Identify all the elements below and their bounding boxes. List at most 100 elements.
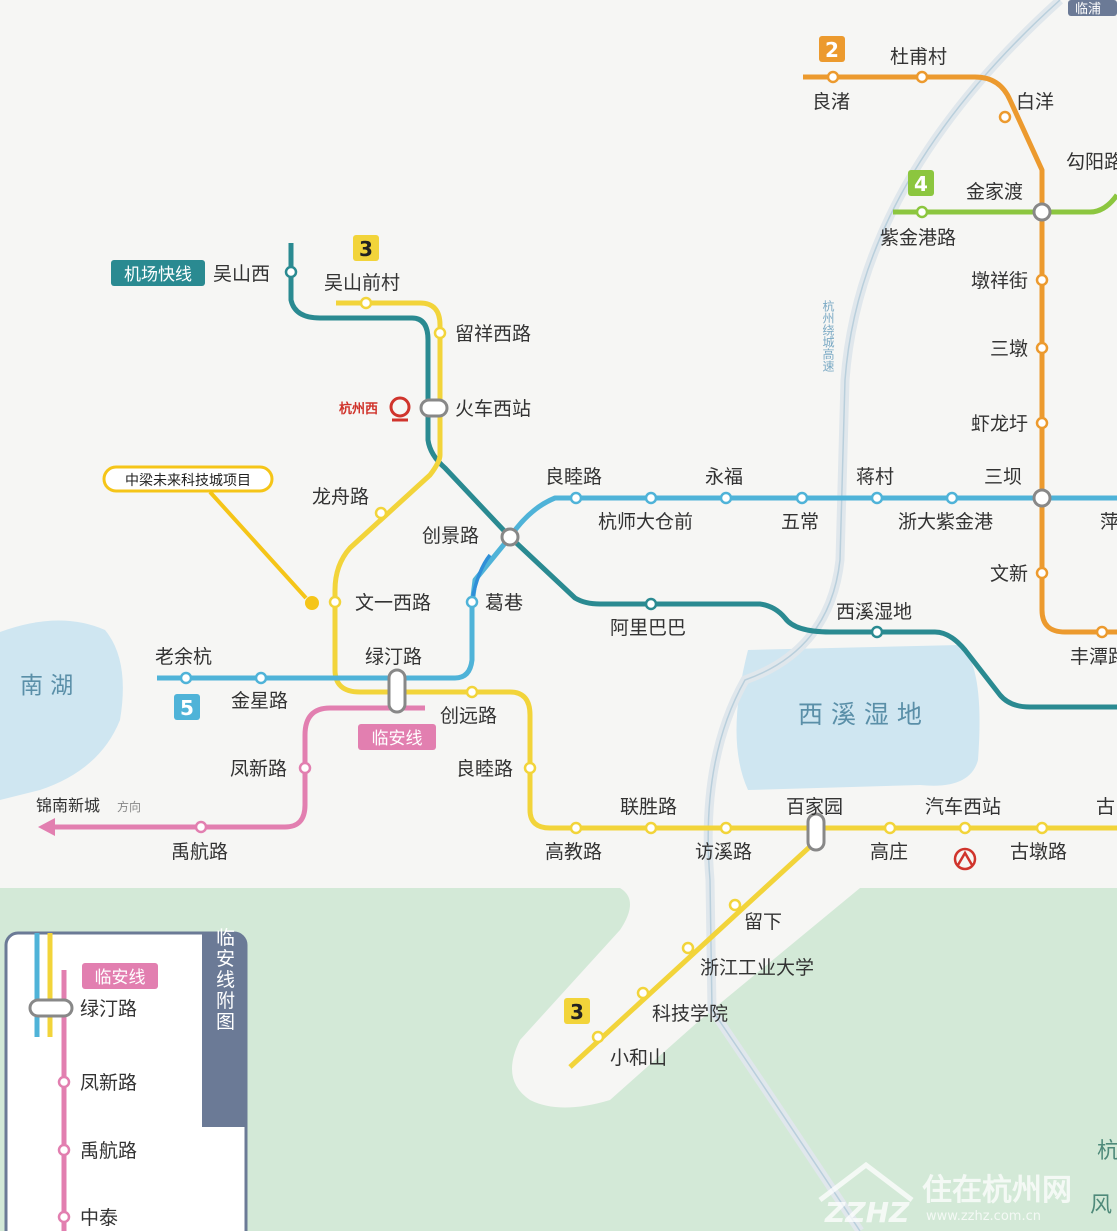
station-label: 百家园 <box>786 796 843 818</box>
station-label: 三坝 <box>984 466 1022 488</box>
airport-line <box>288 243 1117 710</box>
station-label: 文一西路 <box>355 592 431 614</box>
interchange-markers <box>387 202 1052 852</box>
inset-badge-text: 临安线 <box>95 968 146 988</box>
hangzhouxi-label: 杭州西 <box>339 401 378 417</box>
station-label: 文新 <box>990 563 1028 585</box>
inset-station-marker <box>57 1075 71 1089</box>
station-label: 阿里巴巴 <box>610 617 686 639</box>
badge-line-3-text: 3 <box>359 237 373 261</box>
station-label: 良渚 <box>812 91 850 113</box>
badge-linan <box>358 724 436 750</box>
linan-arrow <box>38 818 55 836</box>
badge-line-5 <box>174 694 200 720</box>
raocheng-label: 杭州绕城高速 <box>821 299 835 372</box>
station-label: 良睦路 <box>545 466 602 488</box>
station-label: 凤新路 <box>230 758 287 780</box>
station-label: 丰潭路 <box>1070 646 1117 668</box>
station-label: 葛巷 <box>485 592 523 614</box>
station-label: 五常 <box>781 511 819 533</box>
inset-station-marker <box>57 1143 71 1157</box>
station-label: 古墩路 <box>1010 841 1067 863</box>
station-label: 勾阳路 <box>1066 151 1117 173</box>
badge-line-3-south <box>564 998 590 1024</box>
nanhu-label: 南 湖 <box>20 673 73 699</box>
station-label: 杭师大仓前 <box>598 511 693 533</box>
inset-station-marker <box>57 1210 71 1224</box>
station-label: 蒋村 <box>856 466 894 488</box>
bus-station-icon-mark <box>956 850 974 866</box>
inset-badge <box>82 963 158 989</box>
station-label: 科技学院 <box>652 1003 728 1025</box>
watermark-logo: ZZHZ <box>824 1196 910 1229</box>
branch-blue <box>470 553 492 601</box>
xixi-wetland-label: 西 溪 湿 地 <box>798 700 922 729</box>
project-label-box <box>102 465 274 493</box>
station-label: 吴山前村 <box>324 272 400 294</box>
station-label: 紫金港路 <box>880 227 956 249</box>
station-label: 浙江工业大学 <box>700 957 814 979</box>
project-leader <box>208 490 308 600</box>
badge-line-4-text: 4 <box>914 172 928 196</box>
station-label: 龙舟路 <box>312 486 369 508</box>
line-3 <box>332 300 1117 831</box>
station-label: 白洋 <box>1016 91 1054 113</box>
station-label: 吴山西 <box>213 263 270 285</box>
station-label: 创景路 <box>422 525 479 547</box>
station-label: 良睦路 <box>456 758 513 780</box>
project-label: 中梁未来科技城项目 <box>125 473 251 489</box>
area-hang: 杭 <box>1097 1139 1117 1164</box>
station-label: 浙大紫金港 <box>898 511 993 533</box>
station-label: 火车西站 <box>455 398 531 420</box>
watermark-roof <box>818 1161 914 1202</box>
inset-header <box>202 933 246 1127</box>
station-label: 留下 <box>744 911 782 933</box>
station-label: 杜甫村 <box>890 46 947 68</box>
inset-title: 临安线附图 <box>213 927 235 1032</box>
watermark-url: www.zzhz.com.cn <box>926 1209 1041 1224</box>
station-label: 金星路 <box>231 690 288 712</box>
raocheng-edge <box>707 0 1061 1231</box>
station-label: 联胜路 <box>620 796 677 818</box>
badge-airport <box>111 260 205 286</box>
project-pin <box>305 596 319 610</box>
inset-station-label: 凤新路 <box>80 1072 137 1094</box>
station-label: 高教路 <box>545 841 602 863</box>
badge-line-2-text: 2 <box>825 38 839 62</box>
line-4 <box>893 193 1117 215</box>
badge-airport-text: 机场快线 <box>124 265 192 285</box>
badge-line-3-south-text: 3 <box>570 1000 584 1024</box>
area-feng: 风 <box>1090 1193 1112 1218</box>
bus-station-icon <box>953 847 977 871</box>
station-label: 永福 <box>705 466 743 488</box>
station-label: 虾龙圩 <box>971 413 1028 435</box>
station-label: 禹航路 <box>171 841 228 863</box>
station-label: 汽车西站 <box>925 796 1001 818</box>
station-label: 墩祥街 <box>971 270 1028 292</box>
badge-linan-text: 临安线 <box>372 729 423 749</box>
top-corner-box <box>1068 0 1117 16</box>
station-label: 绿汀路 <box>365 646 422 668</box>
badge-line-5-text: 5 <box>180 696 194 720</box>
line-2 <box>803 74 1117 635</box>
station-label: 访溪路 <box>695 841 752 863</box>
nanhu-lake <box>0 620 123 800</box>
station-label: 三墩 <box>990 338 1028 360</box>
station-label: 萍 <box>1100 511 1117 533</box>
inset-interchange <box>28 998 74 1018</box>
railway-icon <box>389 396 411 418</box>
watermark-name: 住在杭州网 <box>922 1173 1072 1208</box>
station-label: 古 <box>1096 796 1115 818</box>
badge-line-3 <box>353 235 379 261</box>
station-label: 高庄 <box>870 841 908 863</box>
linan-inset: 临安线附图 临安线 绿汀路 凤新路 禹航路 中泰 <box>4 927 248 1231</box>
inset-station-label: 绿汀路 <box>80 998 137 1020</box>
inset-station-label: 中泰 <box>80 1207 118 1229</box>
station-label: 创远路 <box>440 705 497 727</box>
station-label: 金家渡 <box>966 181 1023 203</box>
station-label: 老余杭 <box>155 646 212 668</box>
station-markers <box>179 70 1109 1044</box>
station-label: 锦南新城 <box>36 796 100 815</box>
direction-label: 方向 <box>117 799 141 814</box>
